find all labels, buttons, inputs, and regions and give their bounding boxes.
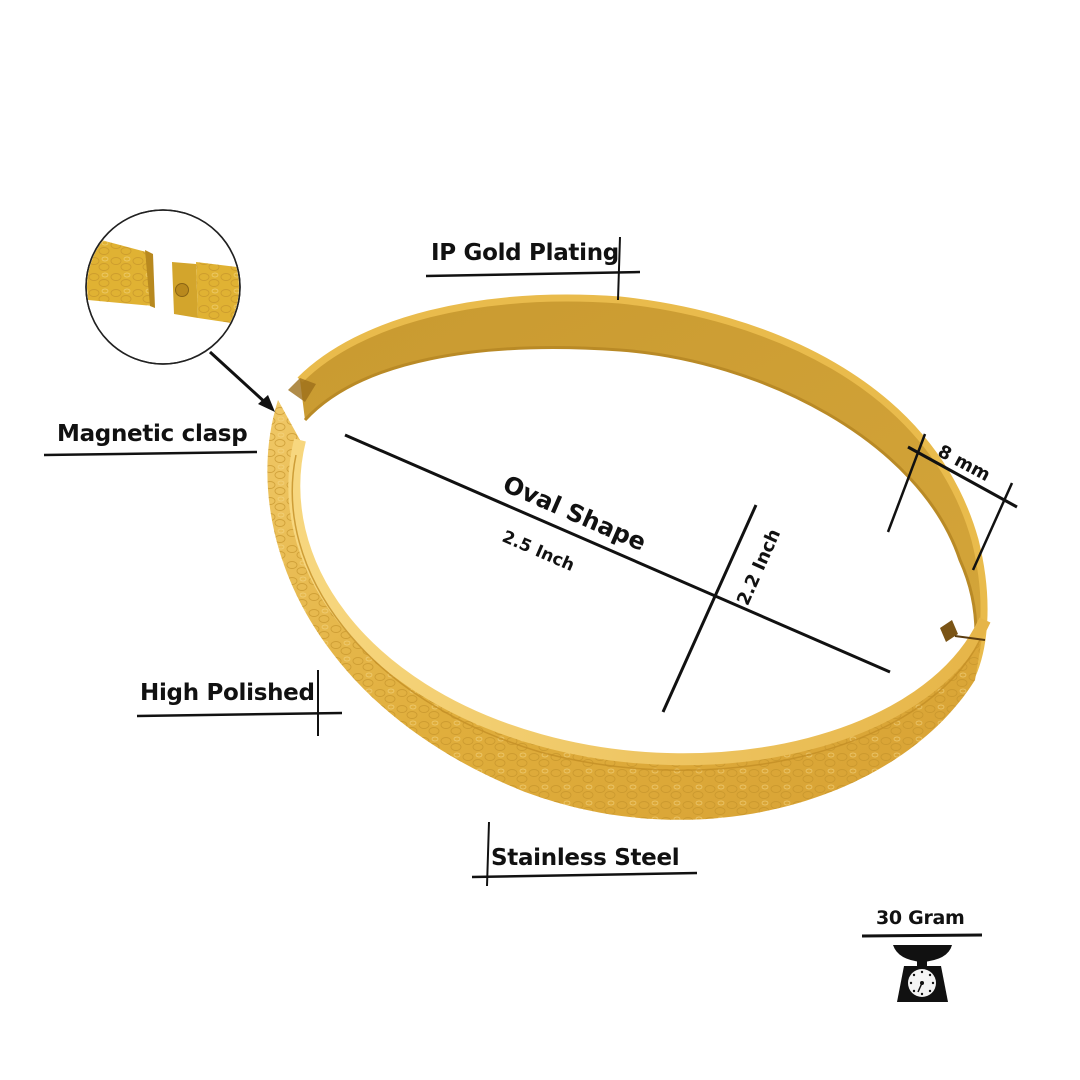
weight-label: 30 Gram: [876, 907, 965, 929]
length-dimension-line: [344, 433, 891, 674]
stainless-steel-label: Stainless Steel: [491, 845, 680, 871]
bangle-inner-wall: [300, 298, 985, 680]
ip-gold-plating-label: IP Gold Plating: [431, 240, 619, 266]
clasp-pointer-arrow: [208, 350, 270, 407]
height-dimension-line: [661, 504, 758, 713]
magnetic-clasp-label: Magnetic clasp: [57, 421, 248, 447]
scale-icon: [893, 945, 952, 1002]
high-polished-label: High Polished: [140, 680, 315, 706]
clasp-magnifier: [85, 209, 241, 365]
